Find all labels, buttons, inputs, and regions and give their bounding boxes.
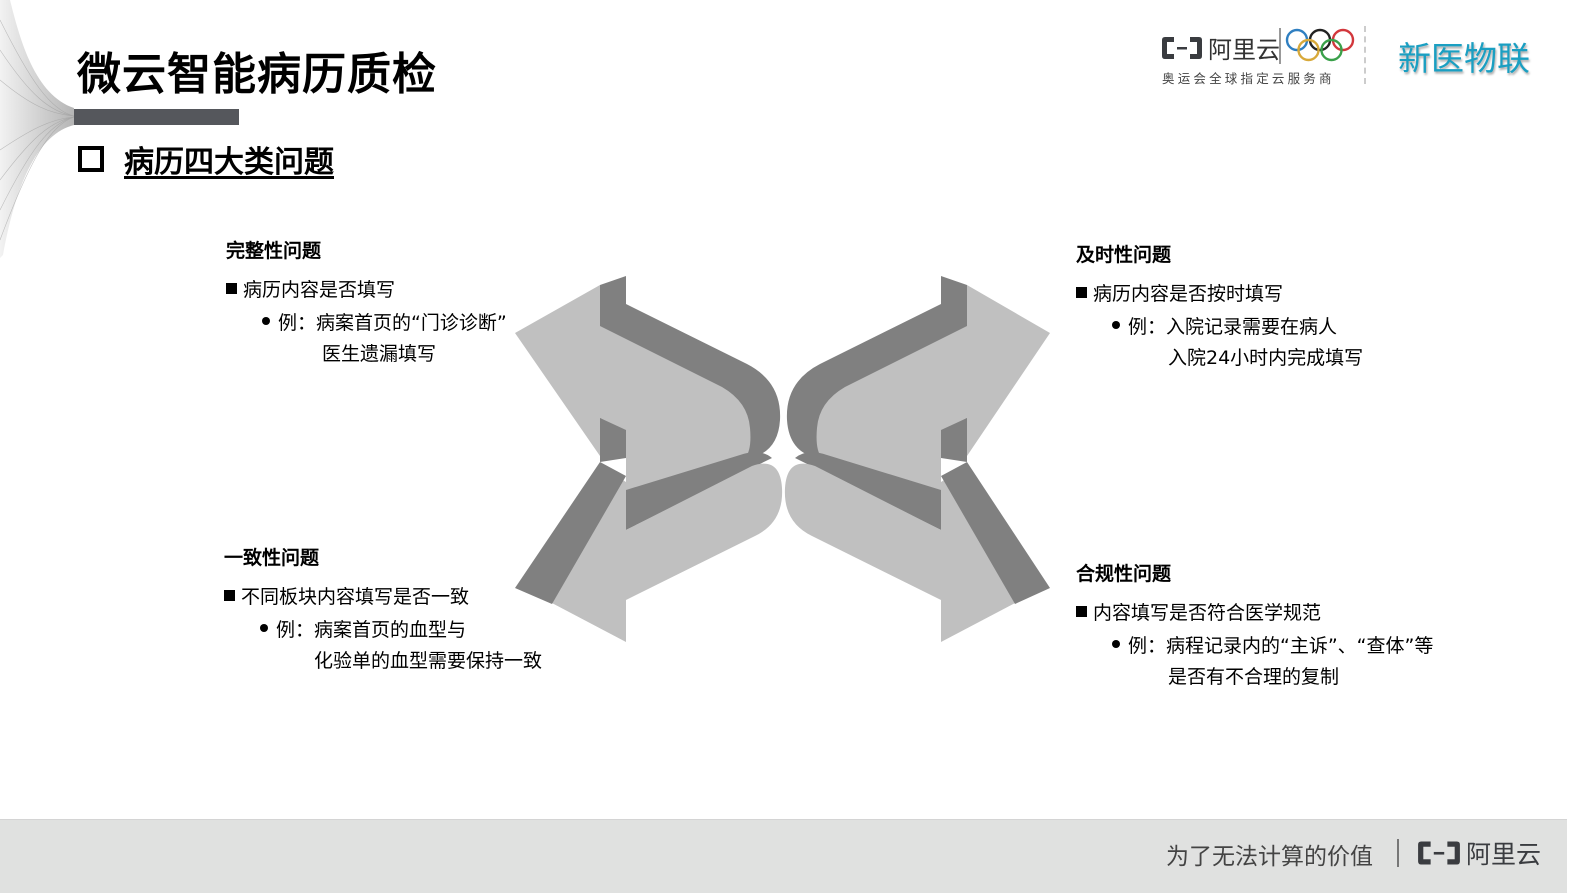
quadrant-example-cont: 医生遗漏填写 <box>322 343 437 365</box>
decorative-swoosh <box>0 0 75 258</box>
footer-aliyun-logo: 阿里云 <box>1416 835 1541 871</box>
dot-bullet-icon <box>260 624 268 632</box>
quadrant-example-cont: 入院24小时内完成填写 <box>1168 347 1364 369</box>
arrow-bottom-right-icon <box>784 452 1050 642</box>
square-bullet-icon <box>1076 287 1087 298</box>
square-bullet-icon <box>226 283 237 294</box>
quadrant-example: 例：病程记录内的“主诉”、“查体”等 <box>1128 635 1434 657</box>
quadrant-example-cont: 化验单的血型需要保持一致 <box>314 650 543 672</box>
sponsor-caption: 奥运会全球指定云服务商 <box>1162 71 1335 86</box>
four-arrows-diagram <box>515 276 1050 642</box>
aliyun-logo-text: 阿里云 <box>1208 36 1280 64</box>
square-bullet-icon <box>224 590 235 601</box>
quadrant-point: 病历内容是否填写 <box>243 279 396 301</box>
quadrant-example: 例：病案首页的“门诊诊断” <box>278 312 507 334</box>
quadrant-timeliness: 及时性问题 病历内容是否按时填写 例：入院记录需要在病人 入院24小时内完成填写 <box>1076 240 1363 370</box>
arrow-bottom-left-icon <box>515 452 783 642</box>
dot-bullet-icon <box>262 317 270 325</box>
olympic-rings-icon <box>1285 28 1355 62</box>
logo-divider <box>1279 28 1281 64</box>
quadrant-example: 例：病案首页的血型与 <box>276 619 467 641</box>
quadrant-consistency: 一致性问题 不同板块内容填写是否一致 例：病案首页的血型与 化验单的血型需要保持… <box>224 543 542 673</box>
quadrant-heading: 完整性问题 <box>226 240 322 262</box>
quadrant-point: 病历内容是否按时填写 <box>1093 283 1284 305</box>
brand-name: 新医物联 <box>1398 39 1530 78</box>
aliyun-olympic-logo: 阿里云 奥运会全球指定云服务商 <box>1155 26 1370 86</box>
section-heading-text: 病历四大类问题 <box>124 145 334 180</box>
dot-bullet-icon <box>1112 321 1120 329</box>
quadrant-point: 不同板块内容填写是否一致 <box>241 586 470 608</box>
quadrant-compliance: 合规性问题 内容填写是否符合医学规范 例：病程记录内的“主诉”、“查体”等 是否… <box>1076 559 1433 689</box>
logo-dashed-separator <box>1364 26 1366 84</box>
quadrant-point: 内容填写是否符合医学规范 <box>1093 602 1322 624</box>
quadrant-heading: 一致性问题 <box>224 547 320 569</box>
footer-aliyun-text: 阿里云 <box>1466 840 1542 869</box>
quadrant-heading: 合规性问题 <box>1076 563 1172 585</box>
footer-band: 为了无法计算的价值 阿里云 <box>0 819 1567 893</box>
section-heading: 病历四大类问题 <box>78 137 334 181</box>
footer-slogan: 为了无法计算的价值 <box>1166 844 1373 870</box>
square-bullet-icon <box>1076 606 1087 617</box>
quadrant-completeness: 完整性问题 病历内容是否填写 例：病案首页的“门诊诊断” 医生遗漏填写 <box>226 236 507 366</box>
page-title: 微云智能病历质检 <box>77 49 437 100</box>
footer-divider <box>1397 839 1399 867</box>
hollow-square-bullet-icon <box>78 146 104 172</box>
dot-bullet-icon <box>1112 640 1120 648</box>
aliyun-bracket-icon <box>1418 841 1460 865</box>
quadrant-example: 例：入院记录需要在病人 <box>1128 316 1338 338</box>
aliyun-bracket-icon <box>1162 36 1202 59</box>
aliyun-logo: 阿里云 <box>1160 30 1280 65</box>
title-underline-bar <box>74 109 239 125</box>
quadrant-heading: 及时性问题 <box>1076 244 1172 266</box>
quadrant-example-cont: 是否有不合理的复制 <box>1168 666 1340 688</box>
